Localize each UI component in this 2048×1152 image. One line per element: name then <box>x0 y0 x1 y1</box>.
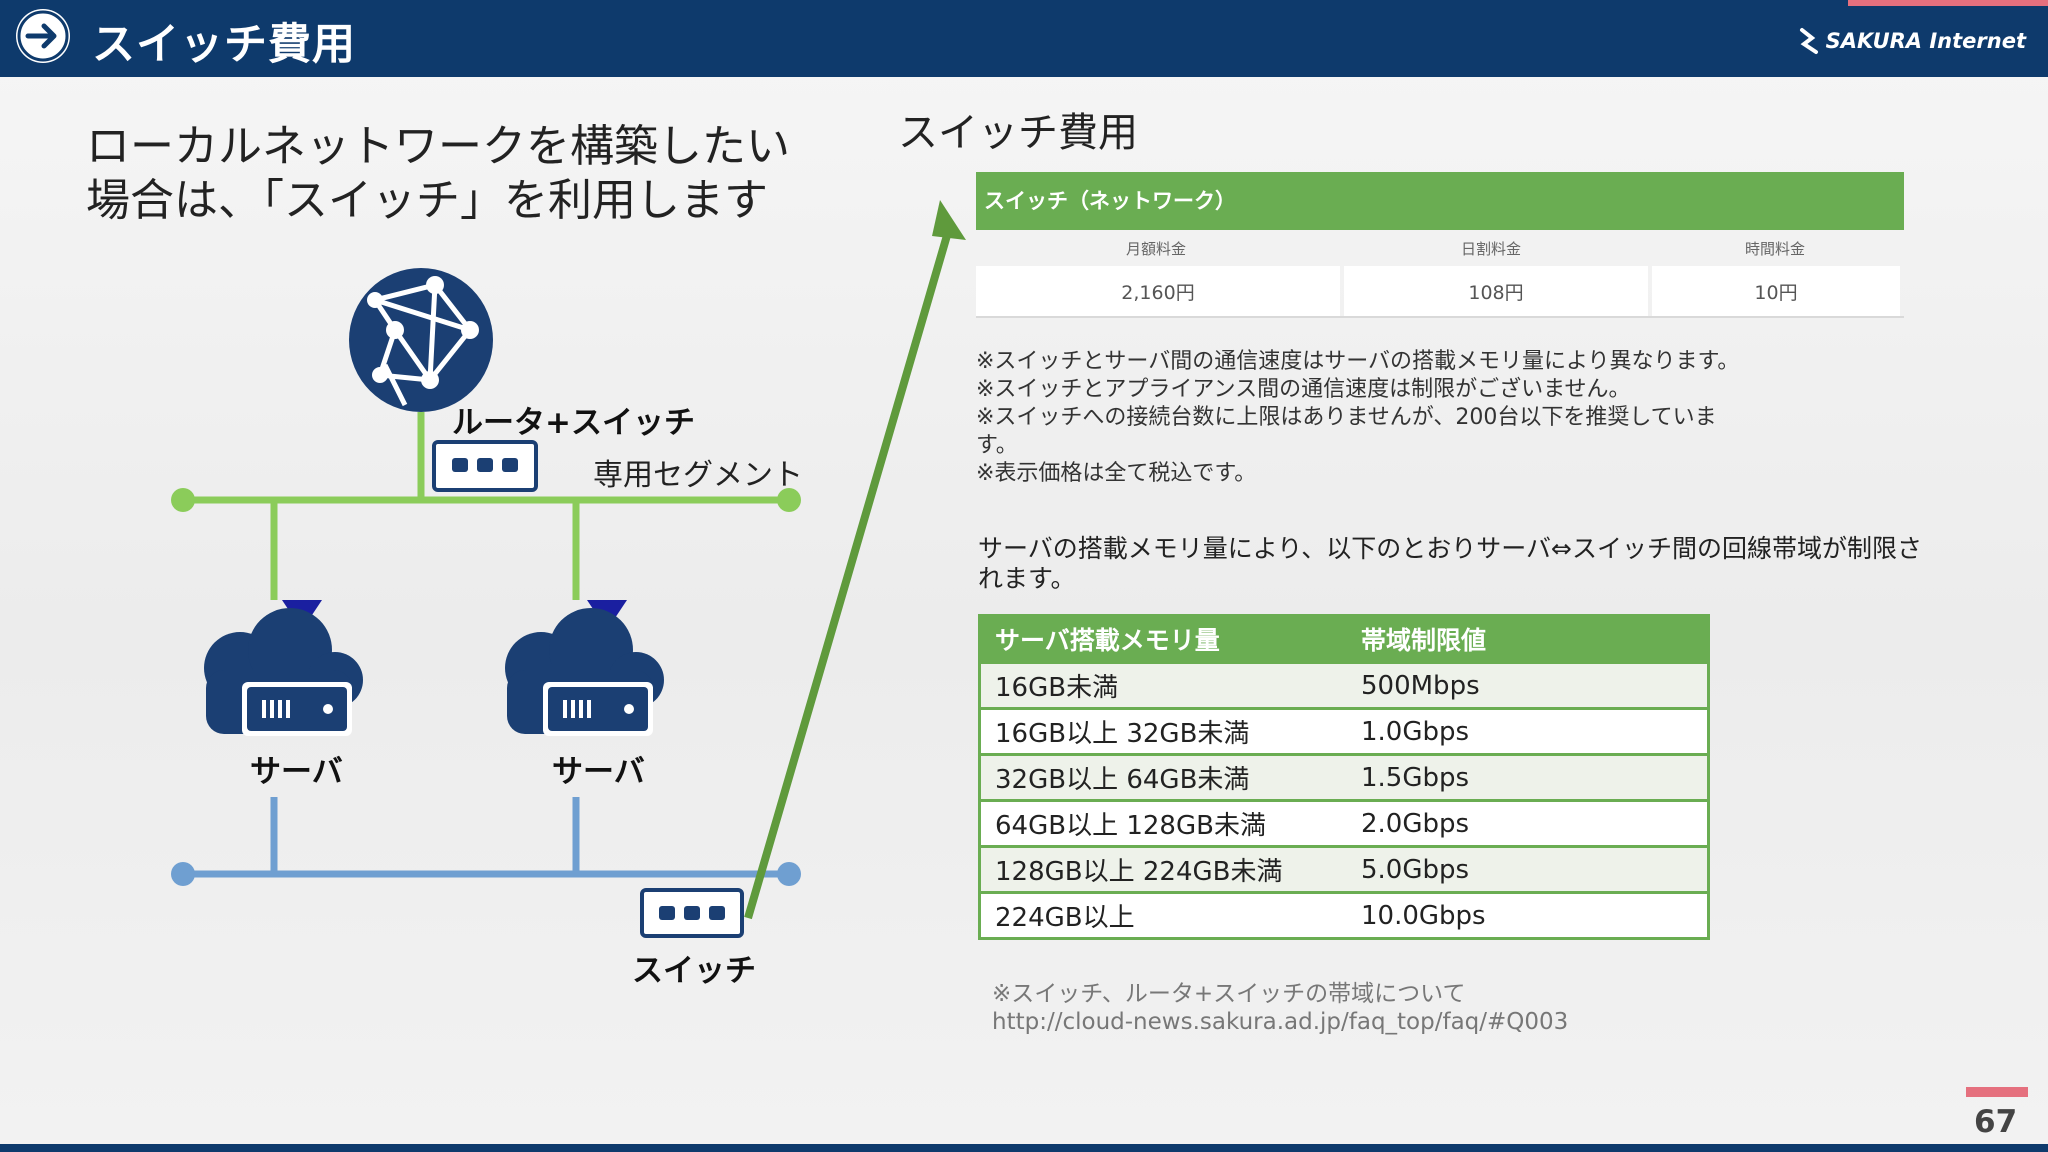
limit-cell: 1.5Gbps <box>1347 753 1709 801</box>
note-line: ※スイッチとアプライアンス間の通信速度は制限がございません。 <box>976 377 1631 402</box>
memory-cell: 64GB以上 128GB未満 <box>979 799 1347 847</box>
sakura-logo: SAKURA Internet <box>1798 26 2026 56</box>
price-table: スイッチ（ネットワーク） 月額料金 日割料金 時間料金 2,160円 108円 … <box>976 172 1904 318</box>
memory-cell: 16GB未満 <box>979 661 1347 709</box>
logo-text: SAKURA Internet <box>1825 29 2026 53</box>
price-col-hourly: 時間料金 <box>1744 239 1805 258</box>
cloud-server-icon <box>505 608 664 736</box>
server-label-1: サーバ <box>250 754 343 790</box>
price-col-daily: 日割料金 <box>1460 239 1521 258</box>
section-title: スイッチ費用 <box>898 110 1138 156</box>
notes-block: ※スイッチとサーバ間の通信速度はサーバの搭載メモリ量により異なります。 ※スイッ… <box>976 348 1796 488</box>
table-header-row: サーバ搭載メモリ量 帯域制限値 <box>979 615 1709 663</box>
blue-segment <box>171 797 801 886</box>
pointer-arrow <box>744 200 966 920</box>
footnote-link[interactable]: http://cloud-news.sakura.ad.jp/faq_top/f… <box>992 1009 1569 1035</box>
price-col-monthly: 月額料金 <box>1125 239 1186 258</box>
limit-cell: 5.0Gbps <box>1347 845 1709 893</box>
sakura-logo-icon <box>1799 28 1818 54</box>
diagram-heading: ローカルネットワークを構築したい 場合は、「スイッチ」を利用します <box>86 120 790 228</box>
note-line: ※スイッチとサーバ間の通信速度はサーバの搭載メモリ量により異なります。 <box>976 349 1740 374</box>
bandwidth-intro-line-2: れます。 <box>978 564 1076 593</box>
price-table-header: 月額料金 日割料金 時間料金 <box>976 230 1904 266</box>
limit-cell: 10.0Gbps <box>1347 891 1709 939</box>
bandwidth-intro: サーバの搭載メモリ量により、以下のとおりサーバ⇔スイッチ間の回線帯域が制限さ れ… <box>978 534 1978 594</box>
page-accent <box>1966 1087 2028 1097</box>
header-memory: サーバ搭載メモリ量 <box>979 615 1347 663</box>
server-label-2: サーバ <box>552 754 645 790</box>
memory-cell: 224GB以上 <box>979 891 1347 939</box>
note-line: ※スイッチへの接続台数に上限はありませんが、200台以下を推奨していま <box>976 405 1717 430</box>
arrow-right-icon <box>16 9 70 63</box>
heading-line-1: ローカルネットワークを構築したい <box>86 121 790 172</box>
header-bar: スイッチ費用 SAKURA Internet <box>0 0 2048 77</box>
cloud-server-icon <box>204 608 363 736</box>
globe-icon <box>349 268 493 412</box>
router-switch-icon <box>432 440 538 492</box>
router-switch-label: ルータ+スイッチ <box>452 405 695 441</box>
price-table-title: スイッチ（ネットワーク） <box>976 172 1904 230</box>
price-hourly: 10円 <box>1652 266 1900 316</box>
memory-cell: 32GB以上 64GB未満 <box>979 753 1347 801</box>
note-line: す。 <box>976 433 1018 458</box>
page-title: スイッチ費用 <box>92 20 356 70</box>
switch-icon <box>640 888 744 938</box>
page-number: 67 <box>1974 1104 2018 1140</box>
header-accent <box>1848 0 2048 6</box>
header-limit: 帯域制限値 <box>1347 615 1709 663</box>
heading-line-2: 場合は、「スイッチ」を利用します <box>86 175 768 226</box>
footnote-text: ※スイッチ、ルータ+スイッチの帯域について <box>992 981 1466 1007</box>
limit-cell: 2.0Gbps <box>1347 799 1709 847</box>
memory-cell: 128GB以上 224GB未満 <box>979 845 1347 893</box>
price-monthly: 2,160円 <box>976 266 1340 316</box>
price-table-values: 2,160円 108円 10円 <box>976 266 1904 318</box>
memory-cell: 16GB以上 32GB未満 <box>979 707 1347 755</box>
green-segment <box>171 412 801 600</box>
limit-cell: 1.0Gbps <box>1347 707 1709 755</box>
note-line: ※表示価格は全て税込です。 <box>976 461 1257 486</box>
limit-cell: 500Mbps <box>1347 661 1709 709</box>
price-daily: 108円 <box>1344 266 1648 316</box>
footnote: ※スイッチ、ルータ+スイッチの帯域について http://cloud-news.… <box>992 980 1568 1036</box>
segment-label: 専用セグメント <box>593 458 803 493</box>
switch-label: スイッチ <box>632 953 756 989</box>
bandwidth-intro-line-1: サーバの搭載メモリ量により、以下のとおりサーバ⇔スイッチ間の回線帯域が制限さ <box>978 534 1922 563</box>
bottom-bar <box>0 1144 2048 1152</box>
